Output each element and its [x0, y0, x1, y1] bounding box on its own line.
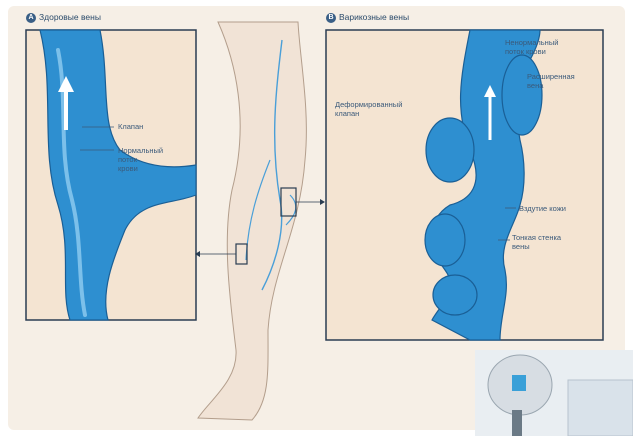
- healthy-title-text: Здоровые вены: [39, 12, 101, 22]
- label-dilated-vein: Расширенная вена: [527, 72, 575, 90]
- device-box: [568, 380, 633, 436]
- connector-right-arrow: [320, 199, 325, 205]
- vein-bulge-3: [425, 214, 465, 266]
- varicose-title-text: Варикозные вены: [339, 12, 409, 22]
- label-skin-bulge: Вздутие кожи: [519, 204, 566, 213]
- label-normal-flow: Нормальный поток крови: [118, 146, 163, 173]
- badge-b: B: [326, 13, 336, 23]
- label-deformed-valve: Деформированный клапан: [335, 100, 402, 118]
- vein-bulge-4: [433, 275, 477, 315]
- label-abnormal-flow: Ненормальный поток крови: [505, 38, 558, 56]
- badge-a: A: [26, 13, 36, 23]
- device-stand: [512, 410, 522, 436]
- label-thin-wall: Тонкая стенка вены: [512, 233, 561, 251]
- vein-bulge-1: [426, 118, 474, 182]
- label-valve: Клапан: [118, 122, 143, 131]
- vein-bulge-2: [502, 55, 542, 135]
- device-screen: [512, 375, 526, 391]
